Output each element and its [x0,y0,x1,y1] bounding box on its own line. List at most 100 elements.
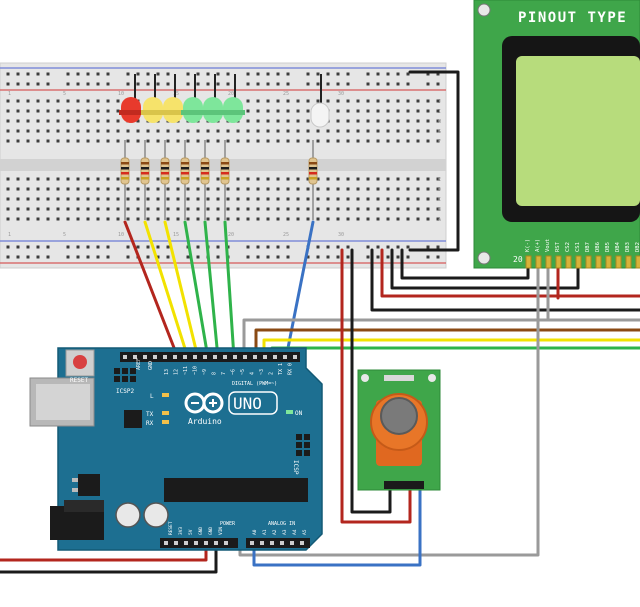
icsp2-pin [122,368,128,374]
breadboard-hole [436,99,440,103]
breadboard-hole [156,177,160,181]
breadboard-hole [416,129,420,133]
digital-pin-socket [263,355,267,359]
breadboard-hole [146,187,150,191]
power-pin-label: GND [208,527,214,535]
breadboard-hole [136,207,140,211]
rail-hole [286,72,290,76]
breadboard-hole [296,177,300,181]
resistor-band [181,167,189,170]
breadboard-hole [406,129,410,133]
breadboard-hole [286,129,290,133]
breadboard-hole [16,187,20,191]
wire-gray-lcd [242,318,640,360]
digital-pin-label: 2 [269,372,275,375]
lcd-pin [575,255,582,269]
rail-hole [436,82,440,86]
breadboard-hole [6,129,10,133]
breadboard-hole [306,207,310,211]
breadboard-hole [96,119,100,123]
breadboard-hole [276,177,280,181]
rail-hole [36,72,40,76]
breadboard-hole [36,129,40,133]
breadboard-hole [396,217,400,221]
icsp2-header [114,368,136,382]
rail-hole [276,245,280,249]
breadboard-hole [316,187,320,191]
digital-pin-socket [173,355,177,359]
breadboard-hole [346,99,350,103]
power-pin-label: RESET [168,521,174,535]
breadboard-hole [386,217,390,221]
icsp2-pin [130,376,136,382]
breadboard-hole [346,217,350,221]
column-number: 5 [63,232,66,238]
rail-hole [106,245,110,249]
breadboard-hole [356,139,360,143]
breadboard-hole [376,99,380,103]
rail-hole [386,72,390,76]
breadboard-hole [156,217,160,221]
column-number: 25 [283,91,289,97]
resistor-band [181,172,189,175]
breadboard-hole [436,109,440,113]
breadboard-hole [246,197,250,201]
breadboard-hole [356,129,360,133]
lcd-title: PINOUT TYPE [518,10,627,26]
digital-pin-label: 7 [221,372,227,375]
rail-hole [16,72,20,76]
digital-pin-socket [293,355,297,359]
breadboard-hole [346,177,350,181]
breadboard-hole [216,217,220,221]
tx-label: TX [146,411,154,418]
rail-hole [286,245,290,249]
lcd-pin [615,255,622,269]
breadboard-hole [206,129,210,133]
breadboard-hole [336,119,340,123]
breadboard-hole [66,109,70,113]
breadboard-hole [26,119,30,123]
breadboard-hole [66,177,70,181]
wire-yellow-led-1 [143,220,190,360]
sensor-mount-hole [428,374,436,382]
breadboard-hole [86,197,90,201]
breadboard-hole [16,129,20,133]
breadboard-hole [6,217,10,221]
lcd-pin-number: 20 [513,255,523,264]
breadboard-hole [166,129,170,133]
breadboard-hole [316,177,320,181]
rail-hole [6,72,10,76]
breadboard-hole [106,129,110,133]
breadboard-hole [166,139,170,143]
breadboard-hole [6,99,10,103]
breadboard-hole [106,197,110,201]
breadboard-hole [306,119,310,123]
breadboard-hole [176,197,180,201]
digital-pin-socket [213,355,217,359]
icsp-pin [296,450,302,456]
power-pin-socket [164,541,168,545]
led-white [310,102,330,128]
wire-green-led-1 [183,220,210,360]
breadboard-hole [96,177,100,181]
rail-hole [76,72,80,76]
lcd-pin-label: Vout [545,239,551,252]
row-letter: A [438,217,441,223]
breadboard-hole [16,139,20,143]
rail-hole [346,245,350,249]
breadboard-hole [26,129,30,133]
breadboard-hole [106,139,110,143]
resistor [220,157,230,185]
breadboard-hole [276,109,280,113]
breadboard-hole [76,207,80,211]
breadboard-hole [146,207,150,211]
gas-sensor-module [357,369,441,491]
breadboard-hole [366,99,370,103]
breadboard-hole [156,207,160,211]
sensor-mount-hole [361,374,369,382]
rail-hole [216,82,220,86]
breadboard-hole [46,217,50,221]
breadboard-hole [126,207,130,211]
reset-button[interactable] [73,355,87,369]
